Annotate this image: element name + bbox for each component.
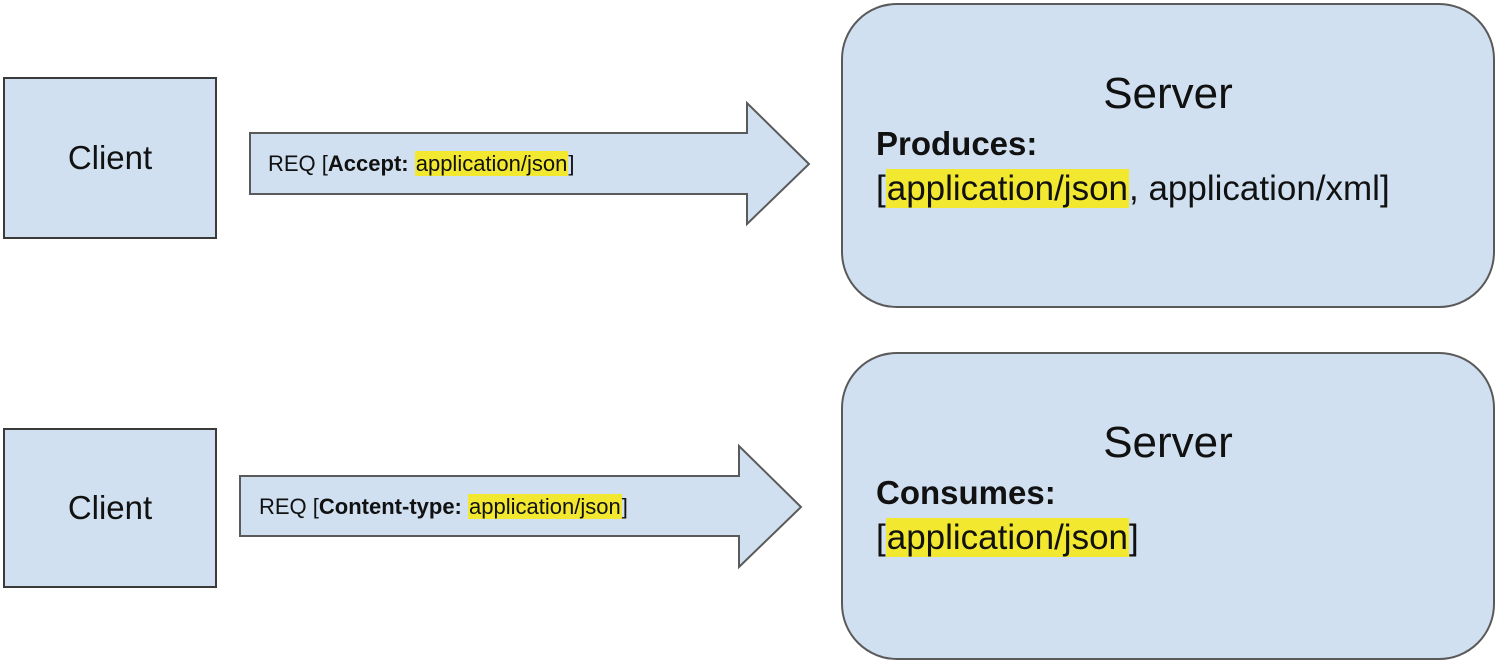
server-media-types-2: [application/json] — [876, 518, 1139, 557]
request-label-1: REQ [Accept: application/json] — [268, 151, 575, 176]
server-box-2: Server Consumes: [application/json] — [841, 352, 1495, 660]
server-title-1: Server — [1103, 69, 1233, 118]
request-value-1: application/json — [414, 151, 569, 176]
server-highlighted-type-2: application/json — [885, 518, 1130, 557]
server-title-2: Server — [1103, 418, 1233, 467]
server-heading-produces: Produces: — [876, 125, 1038, 162]
client-box-2: Client — [3, 428, 217, 588]
server-highlighted-type-1: application/json — [885, 169, 1130, 208]
client-label-2: Client — [67, 489, 153, 526]
server-media-types-1: [application/json, application/xml] — [876, 169, 1390, 208]
server-heading-consumes: Consumes: — [876, 474, 1056, 511]
request-header-2: Content-type: — [318, 494, 462, 519]
request-label-2: REQ [Content-type: application/json] — [259, 494, 628, 519]
client-box-1: Client — [3, 77, 217, 239]
client-label-1: Client — [67, 139, 153, 176]
server-box-1: Server Produces: [application/json, appl… — [841, 3, 1495, 308]
request-header-1: Accept: — [327, 151, 409, 176]
request-value-2: application/json — [468, 494, 622, 519]
